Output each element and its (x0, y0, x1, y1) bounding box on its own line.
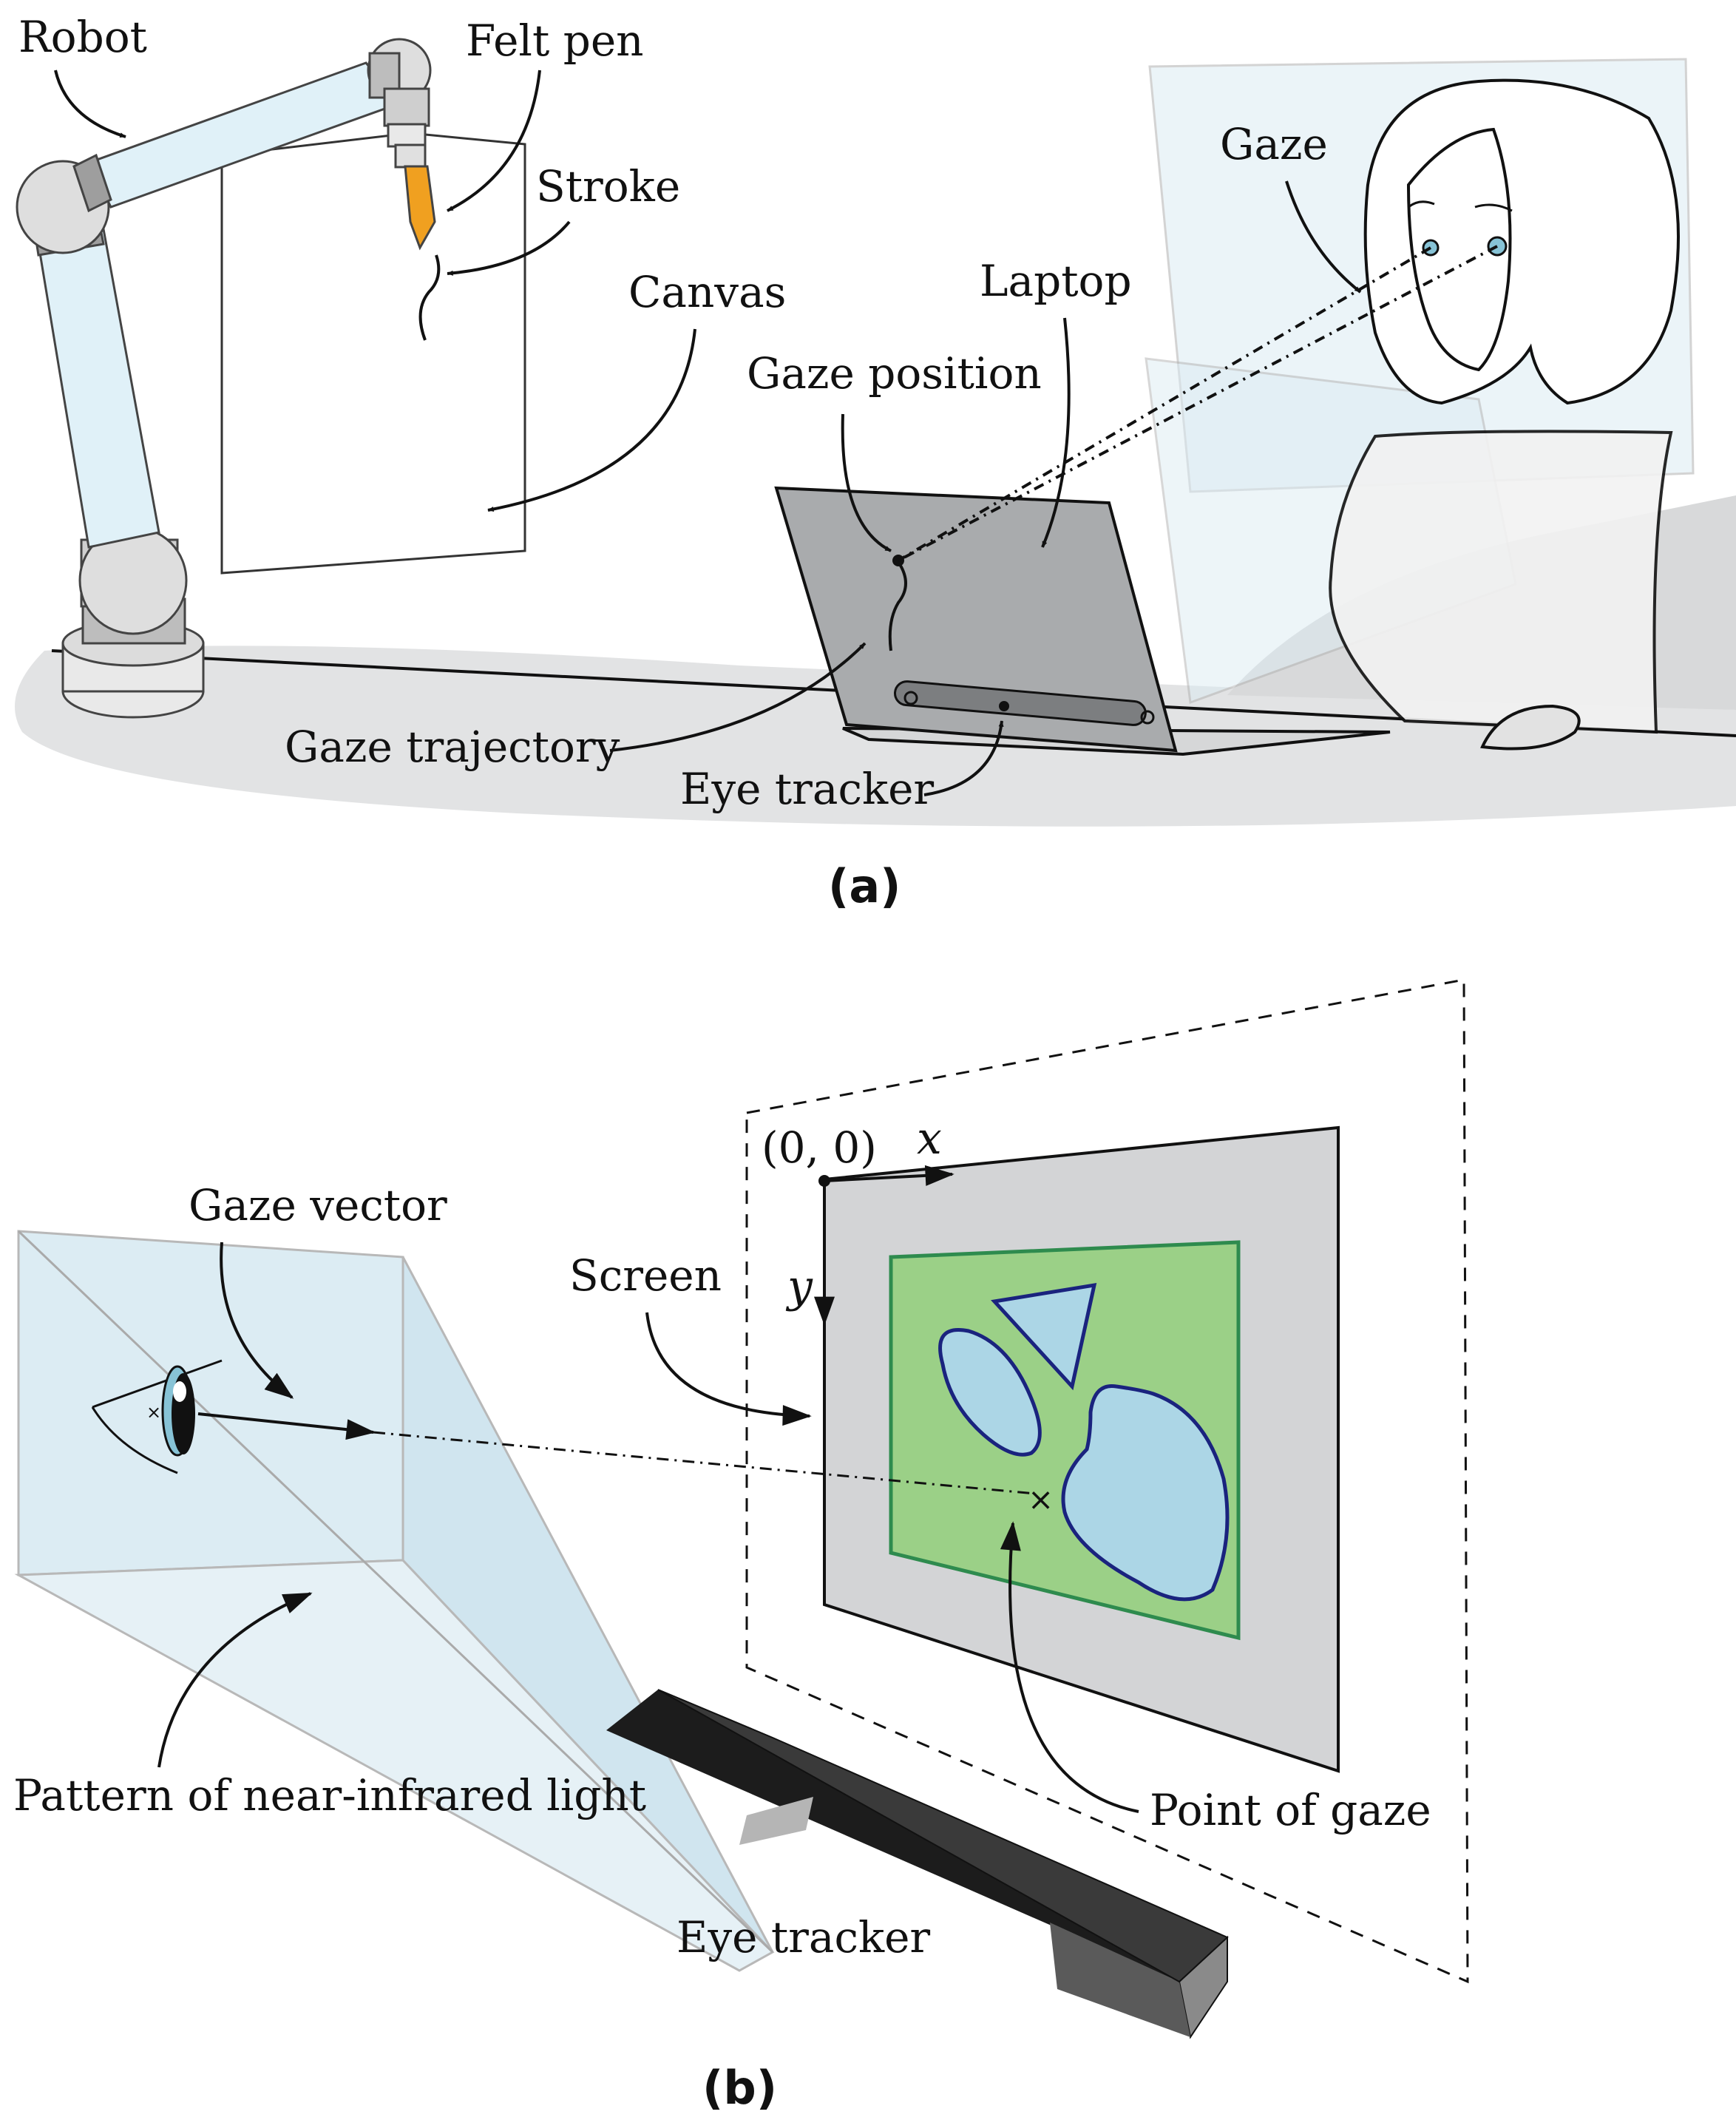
label-gaze-position: Gaze position (747, 348, 1042, 399)
gaze-vector-arrow (197, 1412, 376, 1440)
arrow-stroke (447, 220, 571, 276)
label-gaze-vector: Gaze vector (189, 1180, 447, 1230)
blob-left (938, 1328, 1042, 1457)
eye-icon: × (91, 1359, 223, 1474)
triangle-shape (991, 1282, 1097, 1391)
eye-tracker-device (606, 1689, 1229, 2039)
arrow-point-of-gaze (1000, 1521, 1139, 1813)
arrow-gaze-position (841, 413, 892, 552)
arrow-gaze-trajectory (609, 642, 867, 752)
canvas-sheet (220, 132, 526, 575)
label-x-axis: x (917, 1113, 942, 1165)
person-body (1329, 430, 1673, 734)
x-axis-arrow (824, 1165, 955, 1186)
arrow-gaze-vector (220, 1242, 294, 1399)
mouse-icon (1480, 704, 1581, 751)
arrow-robot (54, 70, 126, 138)
blob-right (1061, 1383, 1230, 1602)
eye-tracker-bar (893, 680, 1147, 726)
label-screen: Screen (569, 1250, 722, 1301)
arrow-screen (645, 1312, 812, 1426)
label-pattern: Pattern of near-infrared light (13, 1770, 646, 1820)
arrow-canvas (487, 328, 696, 512)
gaze-trajectory-curve (888, 560, 907, 651)
laptop-screen (774, 486, 1178, 753)
gaze-line-2 (898, 245, 1498, 562)
label-stroke: Stroke (536, 161, 680, 211)
caption-a: (a) (828, 859, 901, 913)
label-robot: Robot (18, 12, 147, 62)
laptop (774, 486, 1391, 756)
label-eye-tracker-a: Eye tracker (680, 764, 934, 814)
gaze-ray (373, 1431, 1036, 1495)
robot (16, 38, 436, 719)
svg-text:×: × (146, 1402, 161, 1423)
label-eye-tracker-b: Eye tracker (677, 1912, 930, 1962)
person-face (1406, 127, 1512, 372)
gaze-line-1 (897, 246, 1432, 562)
arrow-gaze (1285, 180, 1362, 294)
label-origin: (0, 0) (762, 1122, 877, 1173)
arrow-pattern (157, 1592, 313, 1768)
stroke-mark (418, 254, 441, 341)
panel-a: Robot Felt pen Stroke Canvas Laptop Gaze… (15, 12, 1736, 913)
label-point-of-gaze: Point of gaze (1150, 1785, 1431, 1835)
label-gaze: Gaze (1220, 119, 1328, 169)
point-of-gaze-mark: × (1028, 1481, 1054, 1517)
panel-b: (0, 0) x y × × Gaze vector Screen Patter… (13, 978, 1469, 2115)
arrow-eye-tracker-a (923, 720, 1004, 796)
felt-pen-body (404, 165, 436, 251)
label-gaze-trajectory: Gaze trajectory (285, 722, 620, 772)
label-canvas: Canvas (628, 267, 786, 317)
label-laptop: Laptop (980, 256, 1132, 306)
ir-pattern (17, 1230, 404, 1576)
label-felt-pen: Felt pen (466, 16, 644, 66)
screen-plane-outline (745, 978, 1469, 1984)
person (1145, 58, 1695, 751)
caption-b: (b) (702, 2061, 777, 2115)
arrow-laptop (1041, 317, 1071, 548)
arrow-felt-pen (447, 70, 541, 212)
label-y-axis: y (785, 1261, 813, 1312)
